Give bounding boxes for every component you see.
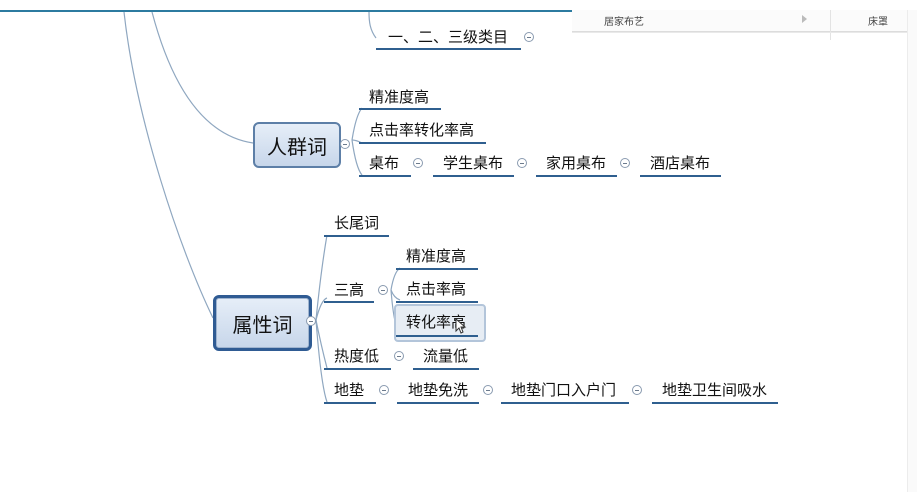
collapse-toggle-icon[interactable] — [306, 316, 316, 326]
mouse-cursor-icon — [455, 318, 467, 334]
node-underline — [376, 48, 521, 50]
node-mat[interactable]: 地垫 — [334, 381, 365, 399]
node-low-traffic[interactable]: 流量低 — [423, 347, 469, 365]
topic-attribute[interactable]: 属性词 — [213, 295, 312, 351]
node-underline — [433, 175, 514, 177]
table-cell: 居家布艺 — [604, 17, 644, 28]
node-precision-high[interactable]: 精准度高 — [369, 88, 430, 106]
collapse-toggle-icon[interactable] — [524, 32, 534, 42]
table-divider — [572, 32, 917, 33]
collapse-toggle-icon[interactable] — [620, 158, 630, 168]
collapse-toggle-icon[interactable] — [394, 351, 404, 361]
categories-label[interactable]: 一、二、三级类目 — [388, 28, 509, 46]
node-underline — [324, 368, 391, 370]
node-underline — [324, 235, 389, 237]
node-three-high[interactable]: 三高 — [334, 281, 365, 299]
collapse-toggle-icon[interactable] — [379, 385, 389, 395]
table-divider — [830, 10, 831, 40]
node-mat-entrance[interactable]: 地垫门口入户门 — [511, 381, 617, 399]
node-ctr-cvr-high[interactable]: 点击率转化率高 — [369, 121, 475, 139]
node-home-tablecloth[interactable]: 家用桌布 — [546, 154, 607, 172]
node-precision-high-2[interactable]: 精准度高 — [406, 247, 467, 265]
collapse-toggle-icon[interactable] — [340, 139, 350, 149]
node-cvr-high[interactable]: 转化率高 — [406, 313, 467, 331]
node-underline — [359, 108, 441, 110]
collapse-toggle-icon[interactable] — [378, 285, 388, 295]
node-ctr-high[interactable]: 点击率高 — [406, 280, 467, 298]
collapse-toggle-icon[interactable] — [517, 158, 527, 168]
node-hotel-tablecloth[interactable]: 酒店桌布 — [650, 154, 711, 172]
node-underline — [359, 175, 411, 177]
node-mat-no-wash[interactable]: 地垫免洗 — [408, 381, 469, 399]
table-cell: 床罩 — [868, 17, 888, 28]
node-underline — [359, 142, 486, 144]
node-underline — [397, 402, 479, 404]
node-low-heat[interactable]: 热度低 — [334, 347, 380, 365]
node-underline — [324, 402, 376, 404]
node-mat-bathroom[interactable]: 地垫卫生间吸水 — [662, 381, 768, 399]
node-underline — [536, 175, 617, 177]
node-long-tail[interactable]: 长尾词 — [334, 214, 380, 232]
collapse-toggle-icon[interactable] — [632, 385, 642, 395]
node-underline — [640, 175, 721, 177]
collapse-toggle-icon[interactable] — [483, 385, 493, 395]
node-student-tablecloth[interactable]: 学生桌布 — [443, 154, 504, 172]
node-underline — [396, 301, 478, 303]
node-underline — [396, 335, 478, 337]
window-top-bar — [0, 0, 917, 12]
node-underline — [324, 301, 374, 303]
node-underline — [413, 368, 479, 370]
node-underline — [501, 402, 629, 404]
node-underline — [396, 268, 478, 270]
topic-crowd[interactable]: 人群词 — [253, 122, 341, 168]
collapse-toggle-icon[interactable] — [413, 158, 423, 168]
node-tablecloth[interactable]: 桌布 — [369, 154, 400, 172]
expand-arrow-icon[interactable] — [802, 15, 807, 23]
node-underline — [652, 402, 778, 404]
scrollbar[interactable] — [907, 10, 917, 492]
category-table-fragment: 居家布艺 床罩 — [572, 10, 917, 52]
